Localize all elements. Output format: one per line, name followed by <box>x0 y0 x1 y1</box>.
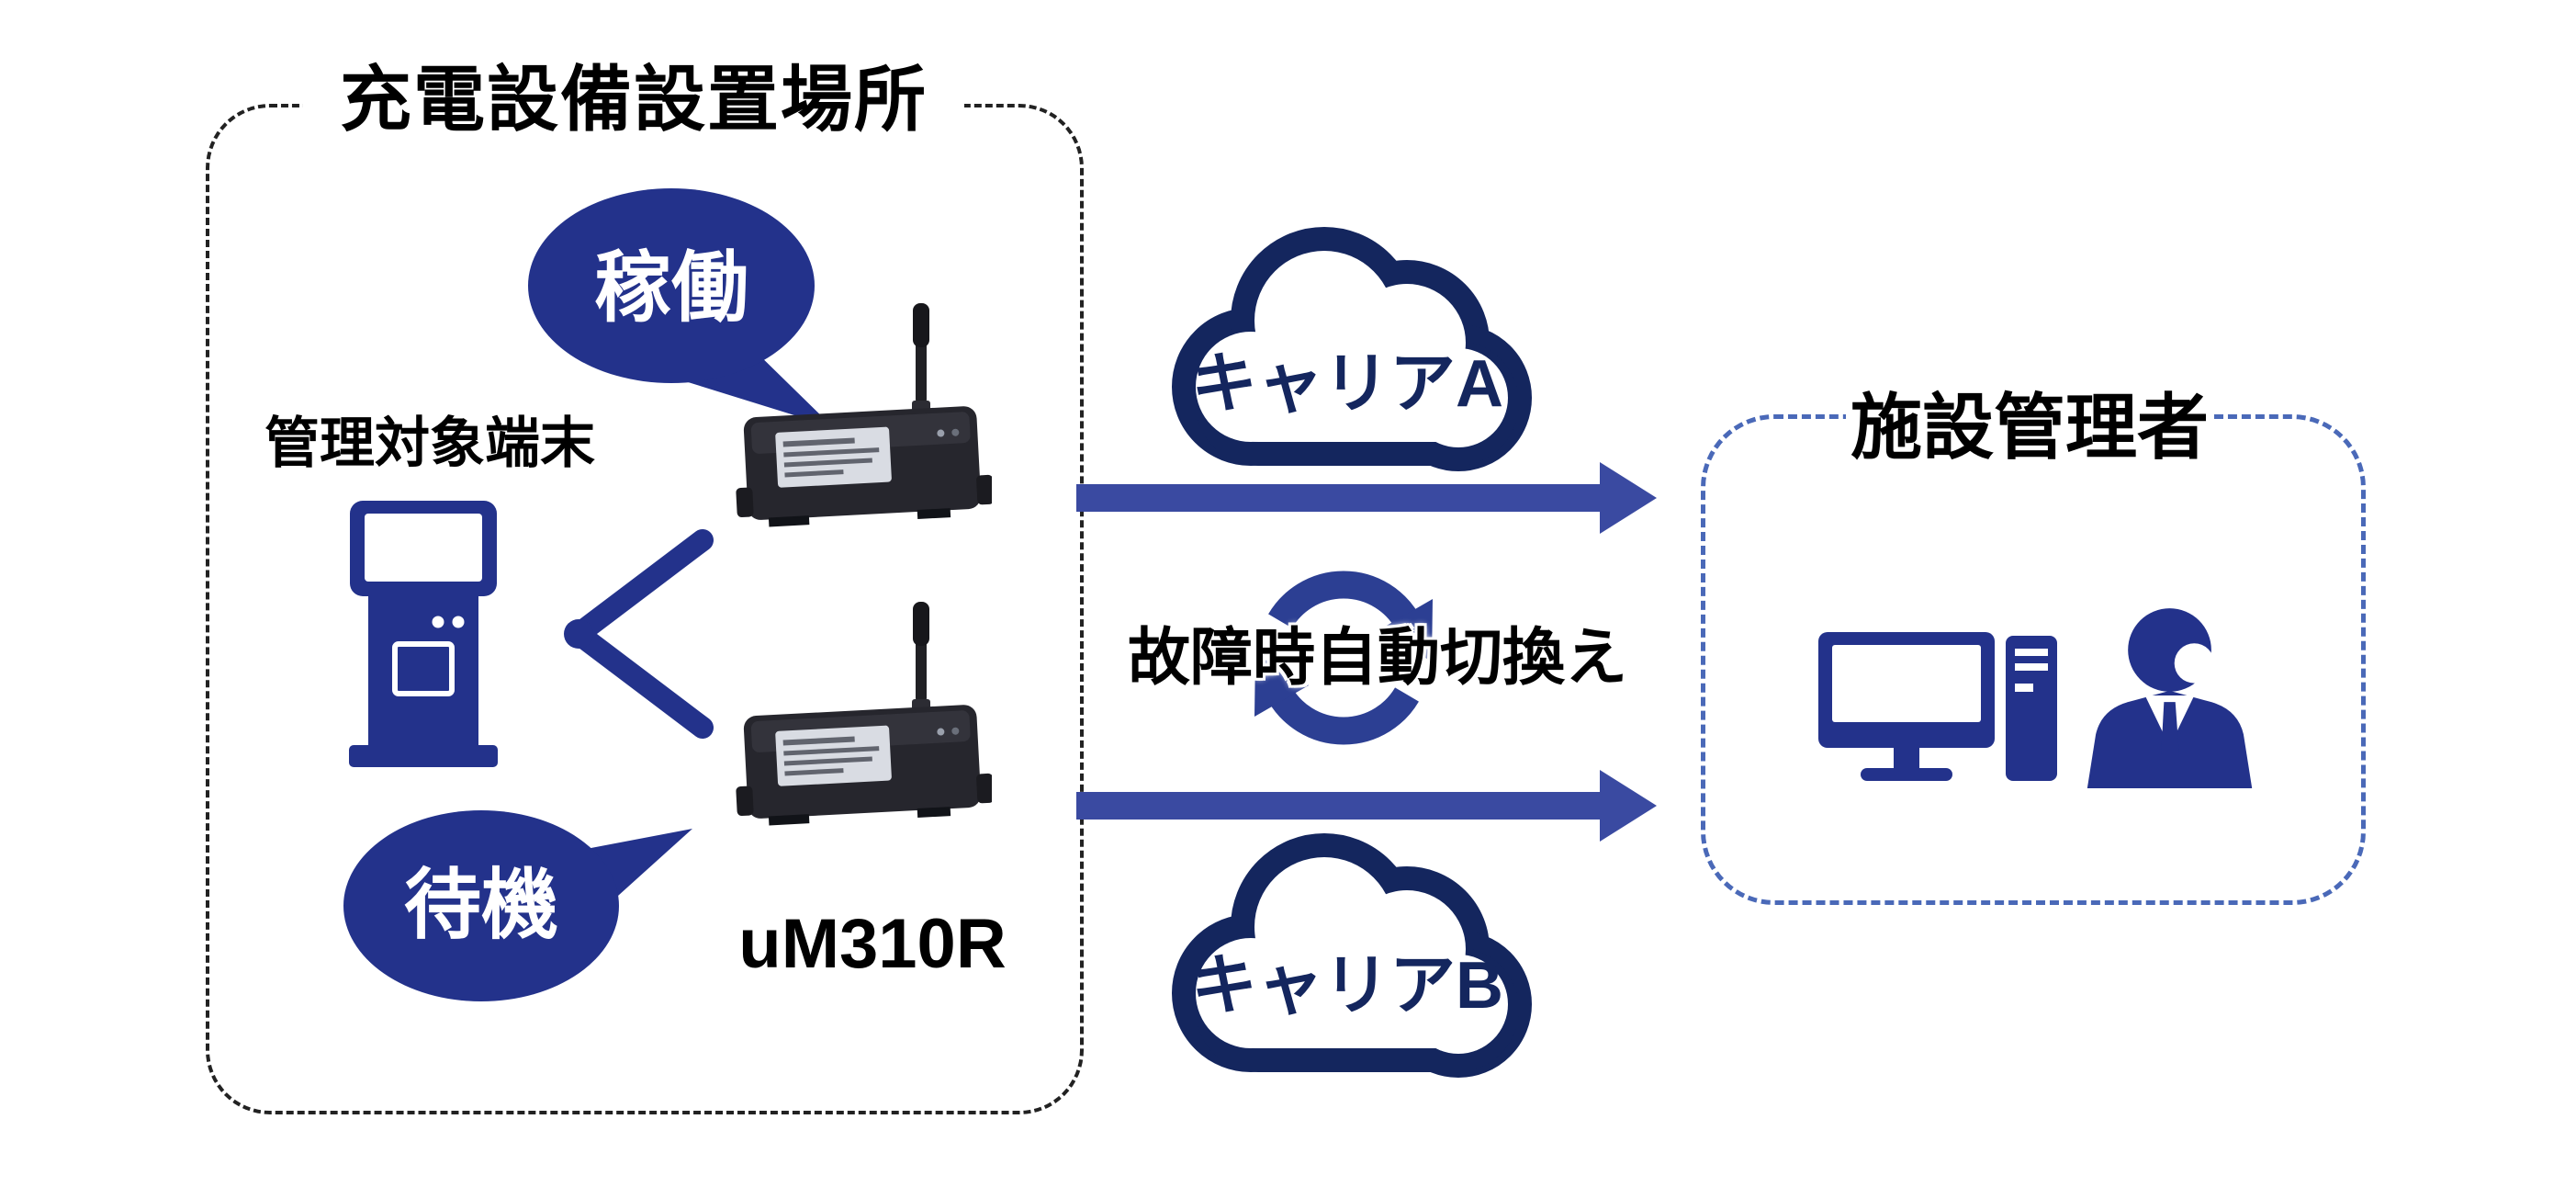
flow-arrow-bottom-icon <box>1076 770 1657 842</box>
standby-bubble-label: 待機 <box>403 862 558 948</box>
carrier-b-label: キャリアB <box>1191 949 1503 1023</box>
carrier-b-cloud-icon <box>1172 833 1532 1078</box>
carrier-a-label: キャリアA <box>1191 347 1503 421</box>
standby-speech-bubble <box>343 810 692 1001</box>
facility-manager-person-icon <box>2087 608 2253 788</box>
active-speech-bubble <box>528 188 833 427</box>
facility-manager-title: 施設管理者 <box>1846 384 2213 470</box>
auto-switchover-cycle-icon <box>1254 571 1433 745</box>
carrier-a-cloud-icon <box>1172 227 1532 471</box>
managed-terminal-label: 管理対象端末 <box>264 413 595 474</box>
failover-label: 故障時自動切換え <box>1127 623 1627 693</box>
router-device-bottom-icon <box>736 602 992 826</box>
active-bubble-label: 稼働 <box>593 244 748 331</box>
desktop-pc-icon <box>1818 632 2057 781</box>
charging-kiosk-icon <box>349 501 498 767</box>
charging-site-title: 充電設備設置場所 <box>303 57 964 141</box>
split-connector-icon <box>564 529 714 739</box>
flow-arrow-top-icon <box>1076 462 1657 534</box>
router-model-label: uM310R <box>738 905 1007 983</box>
router-device-top-icon <box>736 303 992 527</box>
